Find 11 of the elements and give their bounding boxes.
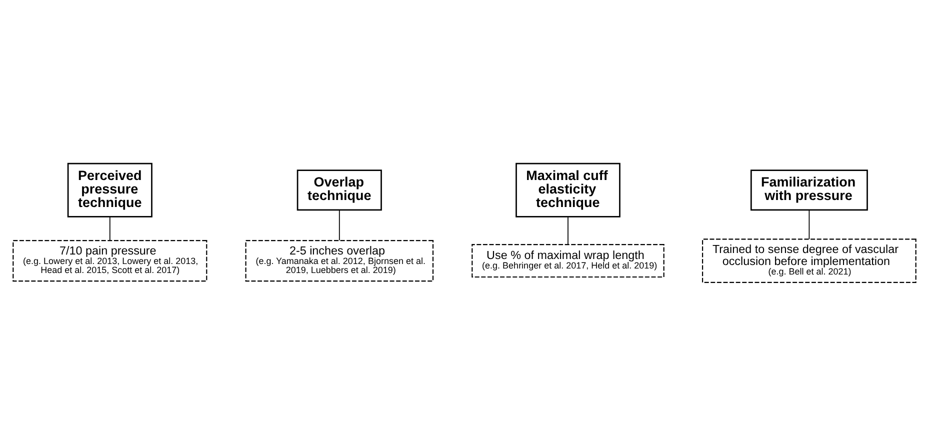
connector bbox=[109, 216, 110, 240]
node-box: Familiarization with pressure bbox=[750, 169, 868, 210]
node-box: Perceived pressure technique bbox=[67, 162, 152, 217]
node-box: 2-5 inches overlap (e.g. Yamanaka et al. 2012, Bjornsen et al. 2019, Luebbers et al. 2019) bbox=[245, 240, 434, 282]
node-box: Trained to sense degree of vascular occlusion before implementation (e.g. Bell et al. 2021) bbox=[702, 238, 916, 282]
connector bbox=[808, 209, 810, 240]
node-box: Overlap technique bbox=[296, 169, 382, 210]
node-box: Maximal cuff elasticity technique bbox=[516, 162, 620, 217]
node-box: 7/10 pain pressure (e.g. Lowery et al. 2013, Lowery et al. 2013, Head et al. 2015, Scott et al. 2017) bbox=[12, 240, 208, 282]
node-box: Use % of maximal wrap length (e.g. Behringer et al. 2017, Held et al. 2019) bbox=[472, 244, 664, 278]
connector bbox=[338, 209, 340, 240]
